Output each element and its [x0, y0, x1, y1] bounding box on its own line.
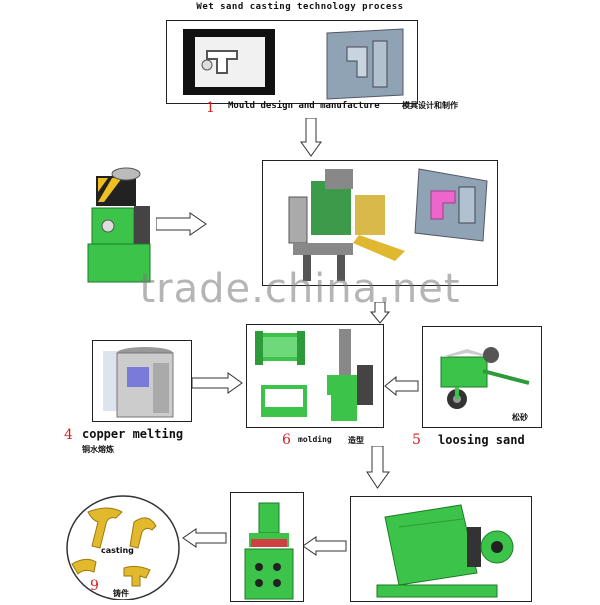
step9-label: casting — [101, 546, 134, 555]
down-arrow-3 — [366, 446, 390, 489]
step1-label: Mould design and manufacture — [228, 101, 380, 111]
moulding-machine-image — [288, 168, 488, 281]
drum-cleaner-image — [376, 504, 514, 598]
casting-part-icon — [87, 507, 123, 549]
step4-cn-label: 铜水熔炼 — [82, 445, 114, 454]
mould-images — [183, 28, 404, 100]
step6-number: 6 — [282, 432, 291, 448]
shot-blast-machine-image — [244, 502, 294, 600]
down-arrow-2 — [370, 302, 390, 324]
right-arrow-1 — [156, 212, 207, 236]
left-arrow-3 — [182, 528, 227, 548]
casting-part-icon — [71, 558, 97, 575]
induction-furnace-image — [103, 347, 174, 418]
step9-number: 9 — [90, 578, 99, 594]
step1-mould-frame — [166, 20, 418, 104]
sand-loosening-machine-image — [440, 347, 530, 409]
sand-mill-frame — [84, 158, 156, 284]
step4-melting-frame — [92, 340, 192, 422]
step1-number: 1 — [206, 100, 215, 116]
step6-molding-frame — [246, 324, 384, 428]
step5-loosing-frame — [422, 326, 542, 428]
right-arrow-2 — [192, 372, 243, 394]
down-arrow-1 — [300, 118, 322, 157]
shot-blast-frame — [230, 492, 304, 602]
step6-cn-label: 造型 — [348, 436, 364, 445]
step5-number: 5 — [412, 432, 421, 448]
left-arrow-1 — [384, 376, 419, 396]
casting-part-icon — [129, 517, 157, 549]
diagram-title: Wet sand casting technology process — [196, 2, 404, 12]
drum-cleaner-frame — [350, 496, 532, 602]
step9-cn-label: 铸件 — [113, 589, 129, 598]
step5-cn-label: 松砂 — [512, 413, 528, 422]
sand-mill-machine — [87, 167, 151, 283]
left-arrow-2 — [302, 536, 347, 556]
step5-label: loosing sand — [438, 433, 525, 447]
molding-flasks-image — [255, 329, 373, 421]
step9-castings-circle — [66, 495, 180, 600]
moulding-machine-frame — [262, 160, 498, 286]
step6-label: molding — [298, 435, 332, 444]
step4-label: copper melting — [82, 427, 184, 441]
step1-cn-label: 模具设计和制作 — [402, 101, 458, 110]
watermark: trade.china.net — [139, 266, 461, 312]
step4-number: 4 — [64, 427, 73, 443]
casting-part-icon — [123, 565, 151, 587]
